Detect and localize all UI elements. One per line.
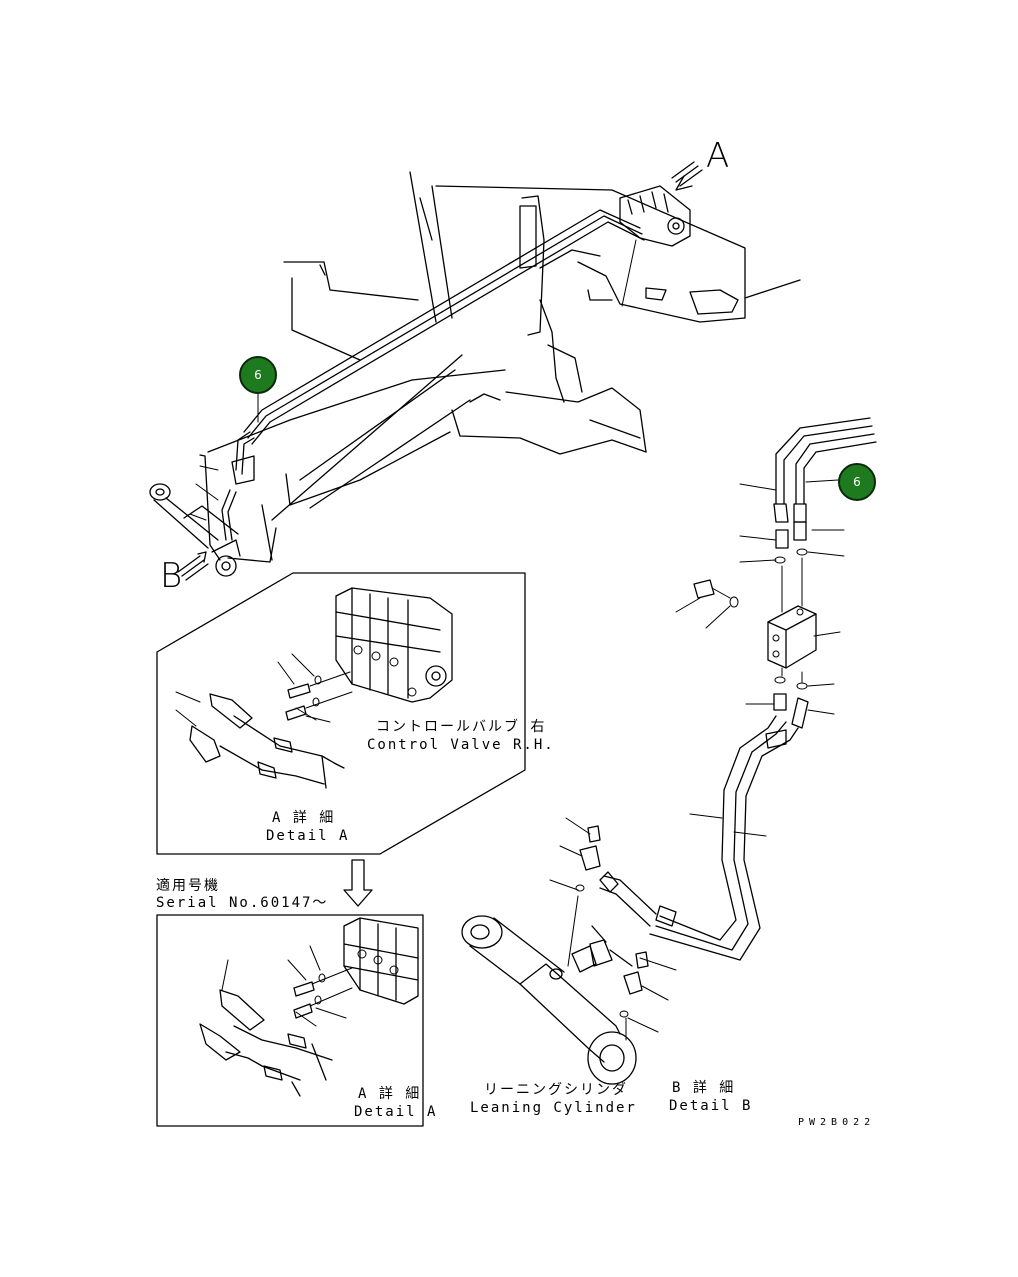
detail-a-serial-title-jp: A 詳 細 — [358, 1086, 422, 1102]
detail-a-title-jp: A 詳 細 — [272, 810, 336, 826]
detail-b-leaders — [549, 483, 845, 1033]
leaning-cylinder-main — [149, 455, 255, 577]
view-b-arrow — [177, 551, 209, 581]
callout-badge-upper[interactable]: 6 — [239, 356, 277, 394]
detail-b-fittings-lower — [773, 667, 809, 729]
detail-a-serial-valve — [343, 917, 419, 1005]
callout-badge-right[interactable]: 6 — [838, 463, 876, 501]
view-a-arrow — [671, 161, 703, 191]
detail-b-title-en: Detail B — [669, 1098, 753, 1114]
detail-a-serial-frame — [156, 914, 424, 1127]
callout-leader-2 — [805, 479, 839, 483]
detail-b-title-jp: B 詳 細 — [672, 1080, 736, 1096]
leaning-cylinder-jp-label: リーニングシリンダ — [484, 1082, 628, 1098]
detail-b-hoses-lower — [599, 715, 799, 961]
view-b-label: B — [160, 556, 183, 596]
detail-a-frame — [156, 572, 526, 855]
view-a-label: A — [706, 136, 730, 176]
detail-b-cylinder — [461, 915, 637, 1085]
drawing-code: PW2B022 — [798, 1117, 876, 1128]
detail-a-valve — [335, 587, 453, 703]
leaning-cylinder-en-label: Leaning Cylinder — [470, 1100, 637, 1116]
detail-a-serial-title-en: Detail A — [354, 1104, 438, 1120]
detail-a-serial-fittings — [199, 945, 353, 1097]
hydraulic-lines-main — [221, 209, 645, 541]
down-arrow — [343, 859, 373, 907]
detail-a-fittings — [175, 653, 353, 789]
serial-jp-label: 適用号機 — [156, 878, 220, 894]
control-valve-en-label: Control Valve R.H. — [367, 737, 555, 753]
detail-b-hoses-top — [773, 417, 877, 523]
detail-b-fittings-upper — [774, 521, 808, 613]
control-valve-top — [619, 185, 691, 307]
serial-en-label: Serial No.60147～ — [156, 895, 329, 911]
machine-frame — [199, 171, 801, 563]
detail-b-valve-block — [693, 579, 817, 669]
control-valve-jp-label: コントロールバルブ 右 — [376, 719, 547, 735]
detail-b-cylinder-fittings — [567, 825, 649, 1041]
detail-a-title-en: Detail A — [266, 828, 350, 844]
